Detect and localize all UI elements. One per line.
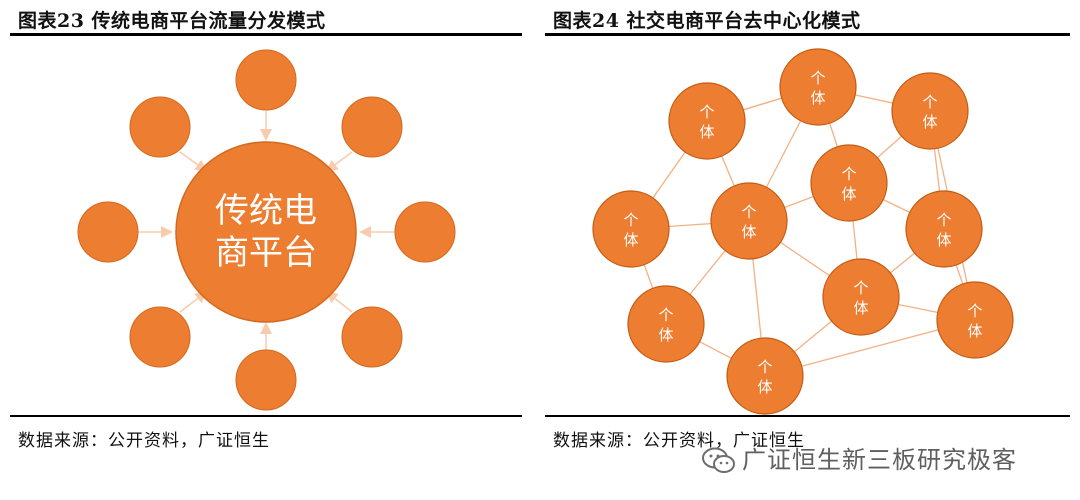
individual-node-label: 体 — [623, 231, 638, 249]
individual-node-label: 体 — [741, 223, 756, 241]
traffic-source-node-bottom-left — [129, 306, 191, 368]
left-bottom-rule — [10, 415, 522, 417]
individual-node — [779, 48, 857, 126]
individual-node-label: 体 — [699, 123, 714, 141]
central-platform-label-line2: 商平台 — [215, 233, 317, 273]
right-figure-title: 图表24 社交电商平台去中心化模式 — [553, 10, 861, 32]
individual-node-label: 体 — [841, 185, 856, 203]
individual-node-label: 个 — [658, 306, 673, 324]
flow-arrow-bottom-right — [325, 291, 353, 313]
flow-arrow-bottom-left — [179, 291, 208, 313]
individual-node — [592, 190, 670, 268]
individual-node-label: 个 — [757, 358, 772, 376]
individual-node-label: 个 — [922, 93, 937, 111]
individual-node-label: 个 — [936, 211, 951, 229]
individual-node-label: 个 — [967, 302, 982, 320]
wechat-icon — [702, 447, 735, 473]
individual-node — [891, 72, 969, 150]
traffic-source-node-right — [394, 201, 456, 263]
individual-node-label: 体 — [853, 299, 868, 317]
individual-node-label: 个 — [810, 69, 825, 87]
wechat-watermark: 广证恒生新三板研究极客 — [702, 440, 1017, 475]
individual-node-label: 体 — [810, 89, 825, 107]
central-platform-node — [175, 141, 357, 323]
individual-node — [710, 182, 788, 260]
individual-node — [668, 82, 746, 160]
individual-node — [726, 337, 804, 415]
right-bottom-rule — [545, 415, 1070, 417]
individual-node — [810, 144, 888, 222]
flow-arrow-top-left — [179, 151, 208, 172]
individual-node — [936, 281, 1014, 359]
flow-arrow-top-right — [325, 151, 353, 172]
right-top-rule — [545, 33, 1070, 36]
individual-node-label: 体 — [757, 378, 772, 396]
individual-node-label: 个 — [699, 103, 714, 121]
traffic-source-node-top-right — [341, 96, 403, 158]
central-platform-label-line1: 传统电 — [215, 191, 317, 231]
individual-node-label: 个 — [841, 165, 856, 183]
individual-node — [905, 190, 983, 268]
individual-node-label: 体 — [936, 231, 951, 249]
traffic-source-node-top-left — [129, 96, 191, 158]
left-figure-title: 图表23 传统电商平台流量分发模式 — [18, 10, 326, 32]
watermark-text: 广证恒生新三板研究极客 — [742, 446, 1017, 474]
individual-node-label: 个 — [623, 211, 638, 229]
traditional-flow-diagram: 传统电 商平台 — [77, 49, 456, 411]
left-top-rule — [10, 33, 522, 36]
traffic-source-node-bottom-right — [341, 306, 403, 368]
traffic-source-node-top — [235, 49, 297, 111]
right-source-note: 数据来源：公开资料，广证恒生 — [553, 431, 805, 451]
individual-node-label: 个 — [741, 203, 756, 221]
traffic-source-node-left — [77, 201, 139, 263]
individual-node-label: 个 — [853, 279, 868, 297]
individual-node-label: 体 — [658, 326, 673, 344]
traffic-source-node-bottom — [235, 349, 297, 411]
individual-node — [822, 258, 900, 336]
left-source-note: 数据来源：公开资料，广证恒生 — [18, 431, 270, 451]
individual-node-label: 体 — [967, 322, 982, 340]
individual-node — [627, 285, 705, 363]
individual-node-label: 体 — [922, 113, 937, 131]
